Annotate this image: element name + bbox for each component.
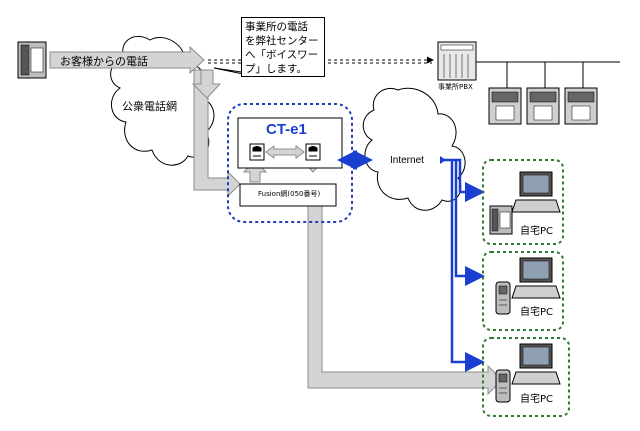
mobile-phone-icon bbox=[495, 281, 511, 315]
internet-cloud-icon bbox=[362, 87, 466, 211]
pbx-icon bbox=[437, 41, 477, 81]
fusion-label: Fusion網(050番号) bbox=[258, 190, 321, 198]
desk-phone-icon bbox=[489, 205, 513, 235]
office-phone-icon bbox=[526, 87, 560, 125]
incoming-call-flow bbox=[49, 45, 205, 75]
callout-line: へ「ボイスワー bbox=[245, 49, 319, 61]
fusion-box bbox=[239, 183, 337, 207]
ct-e1-label: CT-e1 bbox=[266, 121, 307, 138]
home-group-2 bbox=[482, 251, 564, 331]
office-phone-icon bbox=[488, 87, 522, 125]
redirect-callout: 事業所の電話 を弊社センター へ「ボイスワー プ」します。 bbox=[241, 17, 325, 77]
internet-label: Internet bbox=[390, 155, 424, 166]
home-pc-label: 自宅PC bbox=[520, 394, 554, 405]
home-pc-label: 自宅PC bbox=[520, 307, 554, 318]
callout-line: を弊社センター bbox=[245, 35, 319, 47]
desk-phone-icon bbox=[17, 41, 47, 79]
phone-icon bbox=[249, 143, 265, 161]
office-phone-icon bbox=[564, 87, 598, 125]
public-network-label: 公衆電話網 bbox=[122, 100, 177, 113]
redirect-flow bbox=[193, 69, 241, 198]
home-group-1 bbox=[482, 159, 564, 245]
home-group-3 bbox=[482, 337, 570, 417]
mobile-phone-icon bbox=[495, 369, 511, 403]
incoming-call-label: お客様からの電話 bbox=[60, 55, 148, 68]
pc-icon bbox=[511, 171, 561, 213]
pbx-label: 事業所PBX bbox=[438, 83, 473, 91]
home-pc-label: 自宅PC bbox=[520, 226, 554, 237]
pc-icon bbox=[511, 343, 561, 385]
callout-line: プ」します。 bbox=[245, 63, 307, 75]
callout-line: 事業所の電話 bbox=[245, 21, 308, 33]
phone-icon bbox=[305, 143, 321, 161]
mobile-forward-flow bbox=[307, 205, 503, 396]
pc-icon bbox=[511, 257, 561, 299]
